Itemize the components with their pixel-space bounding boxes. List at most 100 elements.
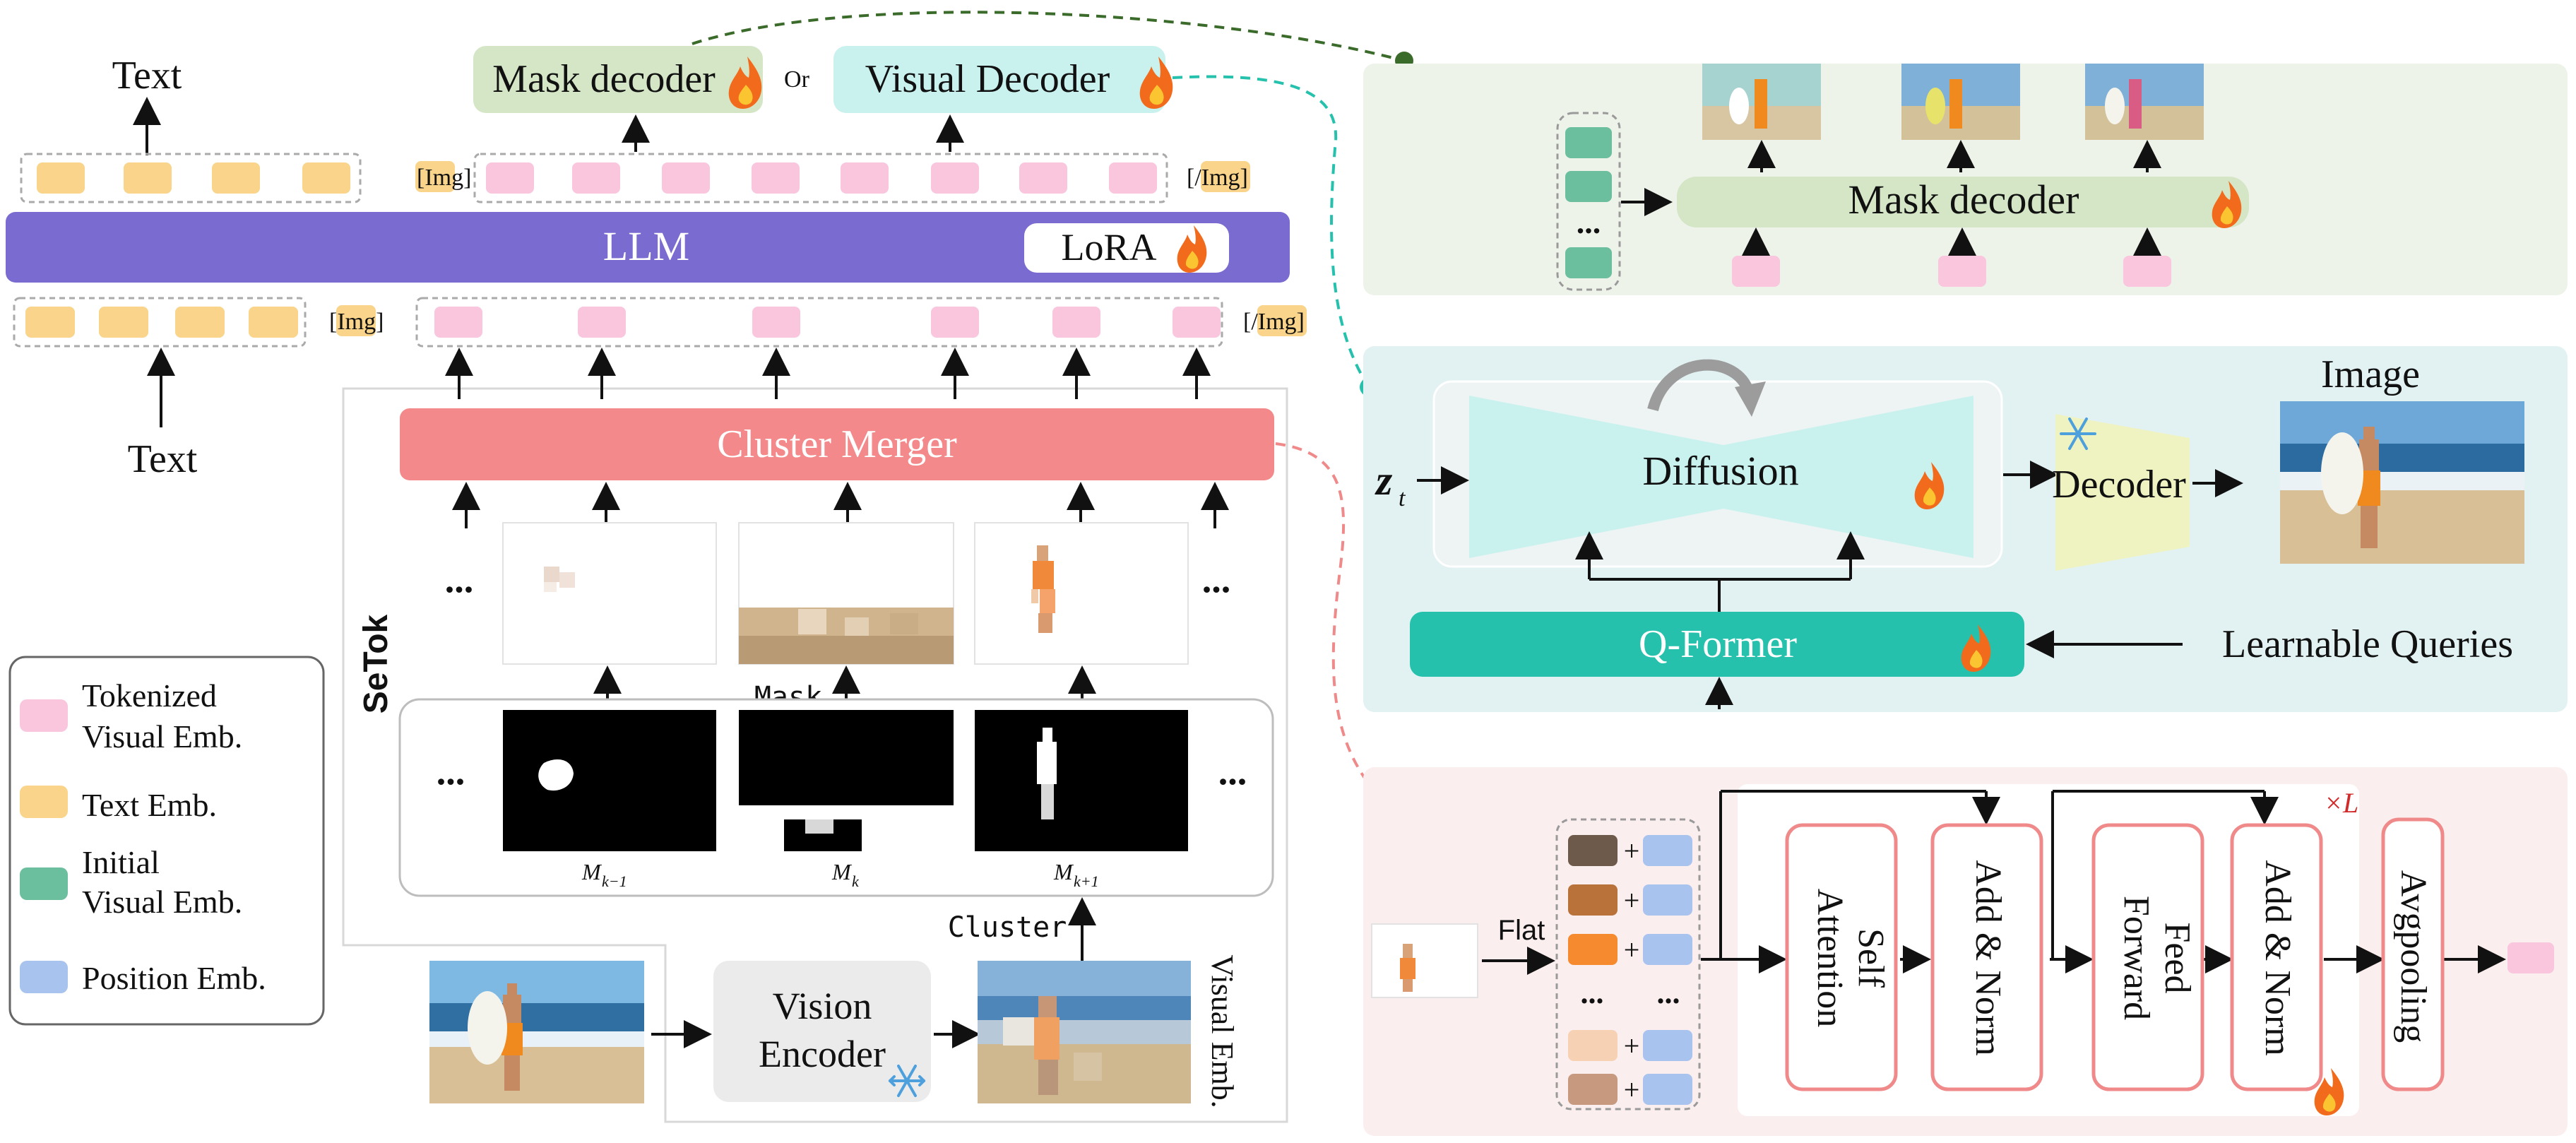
- svg-text:[/Img]: [/Img]: [1243, 309, 1305, 335]
- mask-decoder-box: Mask decoder: [473, 46, 763, 113]
- svg-text:Vision: Vision: [773, 985, 872, 1027]
- setok-label: SeTok: [357, 614, 395, 713]
- svg-text:Forward: Forward: [2116, 896, 2156, 1020]
- image-label: Image: [2321, 353, 2420, 396]
- svg-text:[Img]: [Img]: [329, 309, 384, 335]
- svg-text:Add & Norm: Add & Norm: [2257, 860, 2298, 1055]
- text-emb-tokens-top: [37, 162, 350, 194]
- fire-icon: [1139, 57, 1173, 109]
- learnable-queries-label: Learnable Queries: [2222, 622, 2513, 666]
- fire-icon: [728, 57, 762, 109]
- panel-diffusion: Diffusion z t Decoder Image: [1363, 346, 2568, 712]
- svg-text:Add & Norm: Add & Norm: [1968, 860, 2008, 1055]
- svg-text:M: M: [831, 859, 853, 884]
- mask-label-m-cur: M k: [831, 859, 860, 890]
- svg-text:+: +: [1624, 934, 1640, 966]
- tokenized-visual-tokens-bottom: [434, 307, 1221, 338]
- snowflake-icon: [2060, 417, 2096, 450]
- fire-icon: [2212, 181, 2242, 228]
- masked-region-image-next: [974, 522, 1189, 665]
- feed-forward-block: Feed Forward: [2091, 823, 2204, 1091]
- binary-mask-cur: [739, 710, 954, 851]
- legend: Tokenized Visual Emb. Text Emb. Initial …: [8, 656, 325, 1026]
- svg-text:k−1: k−1: [602, 872, 627, 890]
- panel-mask-decoder-label: Mask decoder: [1848, 177, 2079, 223]
- img-open-token-bottom: [Img]: [329, 305, 384, 336]
- panel-mask-decoder: ... Mask decoder: [1363, 64, 2568, 295]
- fire-icon: [2314, 1068, 2344, 1115]
- tokenized-visual-tokens-top: [486, 162, 1157, 194]
- legend-position-emb: Position Emb.: [82, 960, 266, 996]
- svg-text:Self: Self: [1851, 928, 1891, 988]
- cluster-label: Cluster: [948, 911, 1067, 944]
- fire-icon: [1914, 462, 1945, 509]
- svg-text:[/Img]: [/Img]: [1187, 165, 1248, 191]
- legend-text-emb: Text Emb.: [82, 787, 217, 823]
- z-t-label: z t: [1375, 457, 1406, 511]
- svg-text:t: t: [1399, 485, 1406, 511]
- svg-text:z: z: [1375, 457, 1393, 504]
- add-norm-block-2: Add & Norm: [2230, 823, 2323, 1091]
- cluster-merger-block: Cluster Merger: [400, 408, 1274, 480]
- loop-arrow-icon: [1647, 359, 1766, 417]
- svg-text:...: ...: [1581, 976, 1604, 1010]
- qformer-label: Q-Former: [1639, 622, 1797, 666]
- panel-cluster-merger: Flat + + + + + ... ...: [1363, 767, 2568, 1136]
- llm-label: LLM: [603, 223, 689, 269]
- svg-text:k+1: k+1: [1074, 872, 1099, 890]
- masked-region-image-cur: [738, 522, 954, 665]
- svg-text:...: ...: [437, 750, 465, 793]
- img-close-token-top: [/Img]: [1187, 161, 1250, 192]
- binary-mask-prev: [503, 710, 716, 851]
- cluster-merger-label: Cluster Merger: [717, 422, 957, 466]
- times-l-label: ×L: [2324, 787, 2358, 819]
- legend-initial-line1: Initial: [82, 844, 160, 880]
- fire-icon: [1961, 624, 1991, 672]
- legend-tokenized-line1: Tokenized: [82, 677, 217, 713]
- vision-encoder-block: Vision Encoder: [713, 961, 931, 1102]
- svg-text:+: +: [1624, 1030, 1640, 1062]
- text-emb-tokens-bottom: [25, 307, 298, 338]
- svg-text:+: +: [1624, 1074, 1640, 1106]
- fire-icon: [1177, 225, 1207, 273]
- add-norm-block-1: Add & Norm: [1930, 823, 2043, 1091]
- visual-decoder-label: Visual Decoder: [865, 57, 1110, 101]
- binary-mask-next: [975, 710, 1188, 851]
- decoder-label: Decoder: [2052, 463, 2186, 507]
- img-open-token-top: [Img]: [415, 161, 471, 192]
- img-close-token-bottom: [/Img]: [1243, 305, 1307, 336]
- masked-region-image-prev: [502, 522, 717, 665]
- decoded-mask-image-1: [1702, 64, 1821, 140]
- legend-tokenized-line2: Visual Emb.: [82, 718, 242, 754]
- visual-embedding-image: [978, 961, 1191, 1103]
- avgpooling-block: Avgpooling: [2381, 817, 2445, 1091]
- svg-text:...: ...: [1218, 750, 1247, 793]
- visual-emb-label: Visual Emb.: [1205, 954, 1240, 1108]
- svg-text:Attention: Attention: [1810, 889, 1850, 1027]
- svg-text:+: +: [1624, 884, 1640, 916]
- svg-text:+: +: [1624, 835, 1640, 867]
- mask-label-m-next: M k+1: [1053, 859, 1099, 890]
- svg-text:Feed: Feed: [2157, 922, 2197, 993]
- mask-decoder-label: Mask decoder: [492, 57, 716, 101]
- decoded-mask-image-3: [2085, 64, 2204, 140]
- flat-input-image: [1371, 923, 1478, 998]
- snowflake-icon: [889, 1065, 925, 1097]
- legend-initial-line2: Visual Emb.: [82, 884, 242, 920]
- visual-decoder-box: Visual Decoder: [833, 46, 1173, 113]
- decoded-mask-image-2: [1901, 64, 2020, 140]
- or-label: Or: [784, 66, 810, 93]
- svg-text:Avgpooling: Avgpooling: [2393, 870, 2433, 1043]
- generated-image: [2280, 401, 2524, 564]
- lora-label: LoRA: [1062, 226, 1157, 268]
- svg-text:Encoder: Encoder: [759, 1033, 886, 1075]
- svg-text:M: M: [581, 859, 603, 884]
- svg-text:...: ...: [1657, 976, 1680, 1010]
- text-output-label: Text: [112, 54, 182, 97]
- input-photo: [429, 961, 644, 1103]
- flat-label: Flat: [1498, 915, 1545, 946]
- diffusion-label: Diffusion: [1642, 448, 1798, 494]
- svg-text:...: ...: [445, 558, 474, 600]
- svg-text:...: ...: [1202, 558, 1231, 600]
